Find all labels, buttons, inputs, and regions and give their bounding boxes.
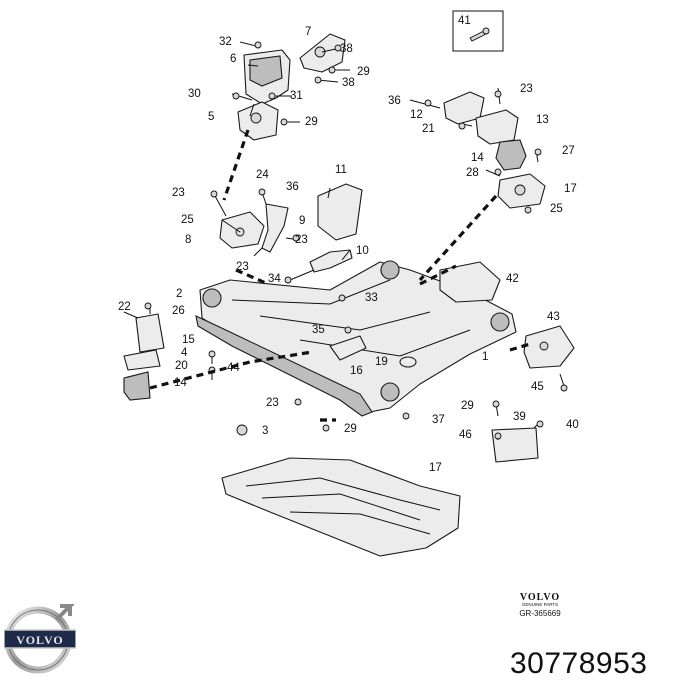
callout-44: 44	[227, 362, 240, 374]
callout-45: 45	[531, 381, 544, 393]
part-number: 30778953	[510, 647, 648, 680]
callout-33: 33	[365, 292, 378, 304]
center-brackets	[210, 183, 363, 284]
callout-13: 13	[536, 114, 549, 126]
callout-2: 2	[176, 288, 182, 300]
callout-28: 28	[466, 167, 479, 179]
callout-27: 27	[562, 145, 575, 157]
callout-23: 23	[236, 261, 249, 273]
callout-36: 36	[286, 181, 299, 193]
left-mount	[123, 302, 216, 401]
callout-38: 38	[342, 77, 355, 89]
callout-24: 24	[256, 169, 269, 181]
callout-41: 41	[458, 15, 471, 27]
callout-20: 20	[175, 360, 188, 372]
callout-21: 21	[422, 123, 435, 135]
callout-29: 29	[344, 423, 357, 435]
callout-29: 29	[305, 116, 318, 128]
callout-23: 23	[172, 187, 185, 199]
callout-14: 14	[174, 377, 187, 389]
genuine-parts-text: GENUINE PARTS	[521, 602, 559, 607]
callout-15: 15	[182, 334, 195, 346]
splash-shield	[221, 457, 461, 557]
callout-17: 17	[564, 183, 577, 195]
callout-40: 40	[566, 419, 579, 431]
callout-19: 19	[375, 356, 388, 368]
callout-10: 10	[356, 245, 369, 257]
callout-7: 7	[305, 26, 311, 38]
callout-37: 37	[432, 414, 445, 426]
callout-8: 8	[185, 234, 191, 246]
callout-29: 29	[357, 66, 370, 78]
assembly-guides	[149, 129, 531, 422]
callout-32: 32	[219, 36, 232, 48]
engine-mount-upper-right	[409, 87, 546, 214]
callout-23: 23	[266, 397, 279, 409]
callout-31: 31	[290, 90, 303, 102]
callout-14: 14	[471, 152, 484, 164]
callout-23: 23	[295, 234, 308, 246]
callout-34: 34	[268, 273, 281, 285]
callout-26: 26	[172, 305, 185, 317]
right-mounts	[439, 261, 575, 463]
callout-29: 29	[461, 400, 474, 412]
callout-36: 36	[388, 95, 401, 107]
engine-mount-upper-left	[231, 33, 350, 141]
subframe	[195, 260, 517, 417]
callout-11: 11	[335, 164, 347, 176]
callout-4: 4	[181, 347, 188, 359]
part-41-box	[452, 10, 504, 52]
logo-wordmark: VOLVO	[16, 633, 63, 647]
callout-23: 23	[520, 83, 533, 95]
callout-25: 25	[181, 214, 194, 226]
callout-46: 46	[459, 429, 472, 441]
callout-3: 3	[262, 425, 268, 437]
brand-wordmark: VOLVO	[519, 592, 561, 603]
callout-35: 35	[312, 324, 325, 336]
subframe-fasteners	[236, 294, 410, 436]
callout-22: 22	[118, 301, 131, 313]
callout-17: 17	[429, 462, 442, 474]
callout-39: 39	[513, 411, 526, 423]
callout-9: 9	[299, 215, 305, 227]
callout-1: 1	[482, 351, 488, 363]
volvo-logo-icon: VOLVO	[4, 604, 76, 674]
diagram-reference: GR-365669	[519, 609, 561, 618]
callout-12: 12	[410, 109, 423, 121]
callout-38: 38	[340, 43, 353, 55]
genuine-parts-stamp: VOLVO GENUINE PARTS GR-365669	[505, 592, 575, 618]
callout-30: 30	[188, 88, 201, 100]
callout-25: 25	[550, 203, 563, 215]
callout-16: 16	[350, 365, 363, 377]
callout-42: 42	[506, 273, 519, 285]
callout-6: 6	[230, 53, 236, 65]
callout-43: 43	[547, 311, 560, 323]
callout-5: 5	[208, 111, 214, 123]
